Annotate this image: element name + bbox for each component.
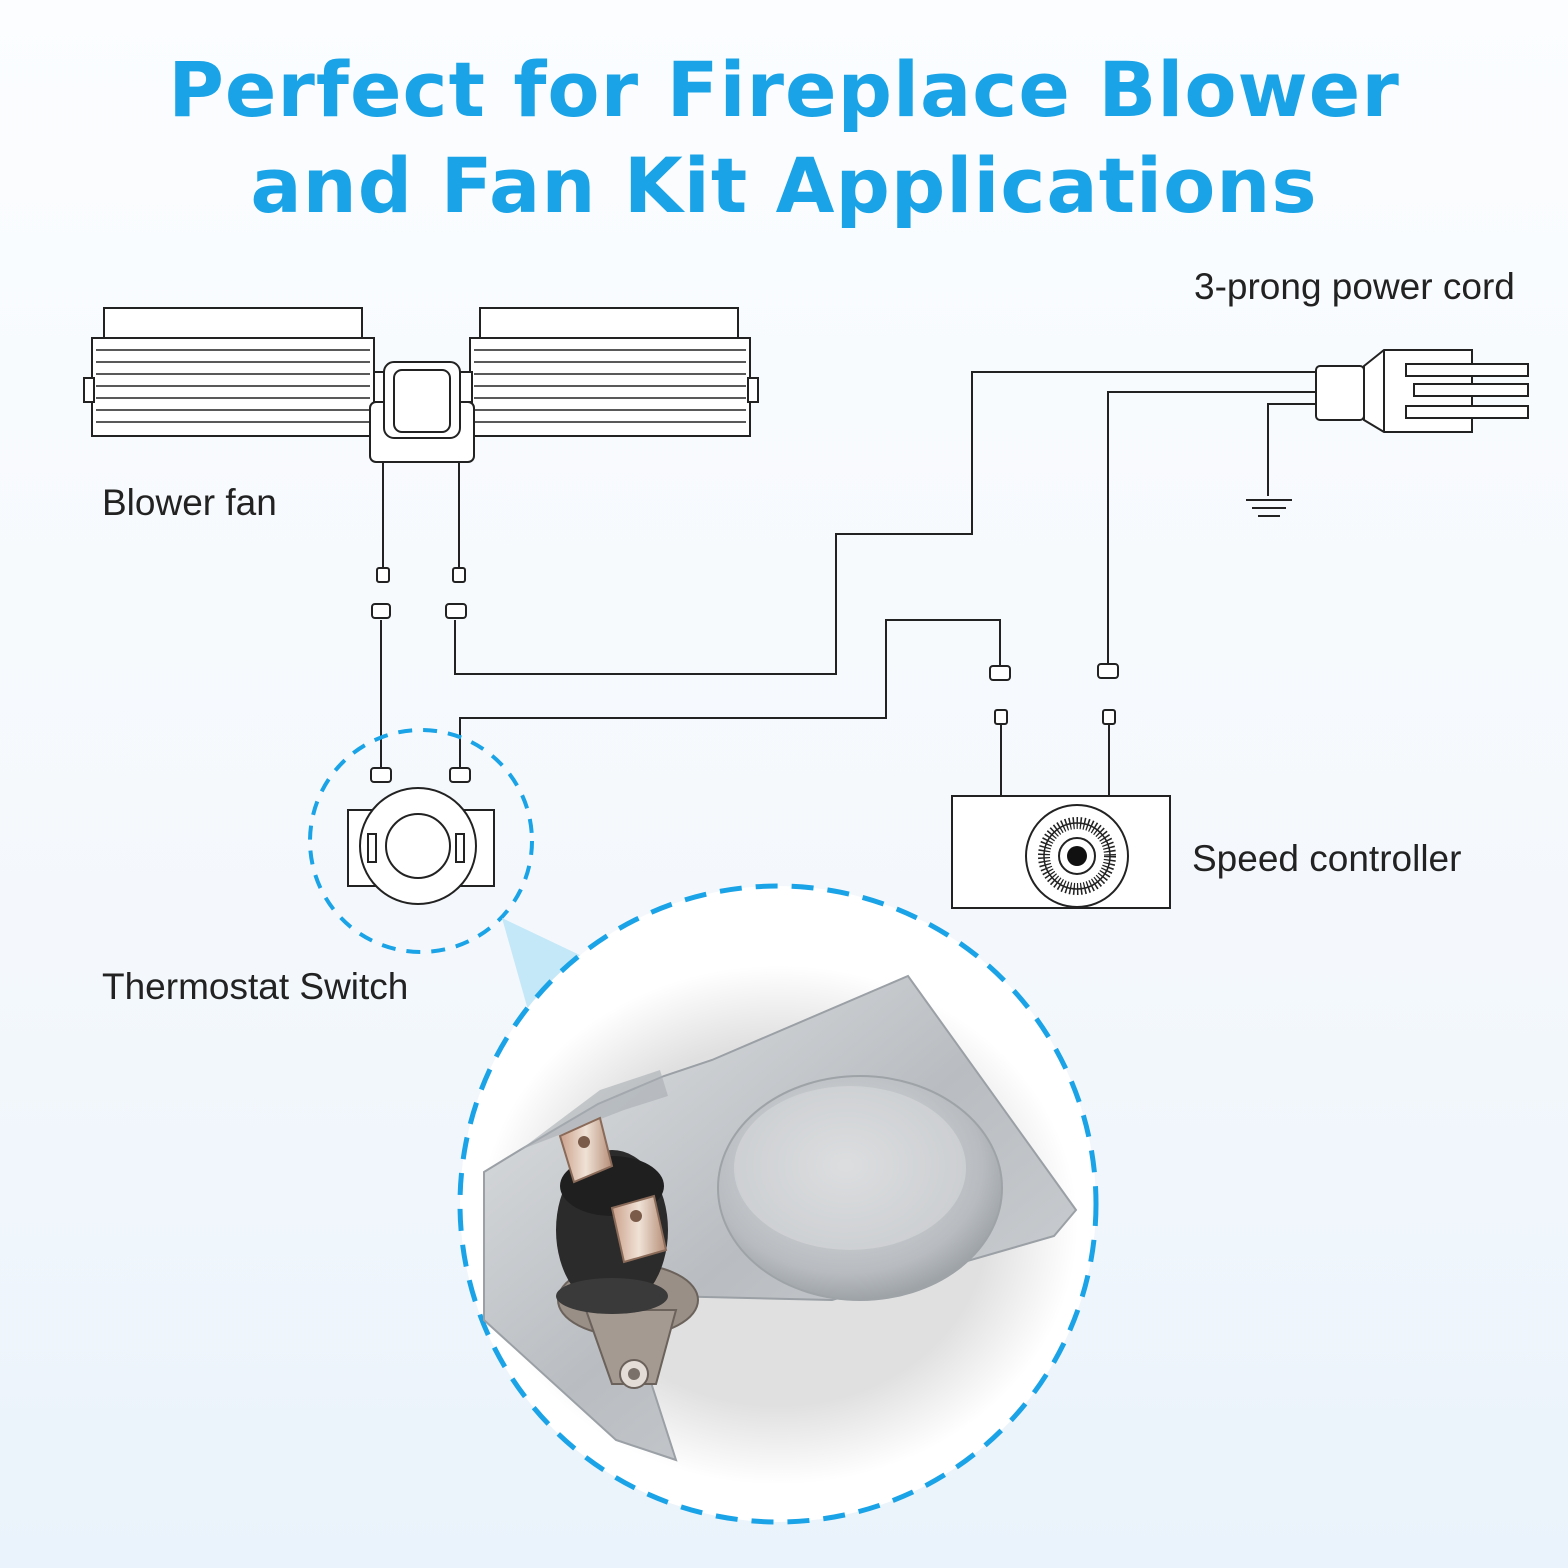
- title-line-1: Perfect for Fireplace Blower: [168, 45, 1400, 134]
- title-line-2: and Fan Kit Applications: [250, 141, 1318, 230]
- thermostat-switch-label: Thermostat Switch: [102, 966, 409, 1007]
- page-title: Perfect for Fireplace Blower and Fan Kit…: [0, 42, 1568, 234]
- ground-symbol-icon: [1246, 499, 1292, 517]
- speed-controller-label: Speed controller: [1192, 838, 1462, 879]
- blower-fan-label: Blower fan: [102, 482, 277, 523]
- power-cord-label: 3-prong power cord: [1194, 266, 1515, 307]
- speed-controller-icon: [951, 795, 1171, 909]
- thermostat-photo: [457, 883, 1099, 1525]
- power-plug-icon: [1315, 349, 1529, 433]
- wires: [380, 371, 1316, 796]
- callout-wedge: [502, 918, 586, 1010]
- connectors: [370, 567, 1119, 783]
- blower-fan-icon: [83, 307, 759, 463]
- thermostat-switch-icon: [308, 728, 534, 954]
